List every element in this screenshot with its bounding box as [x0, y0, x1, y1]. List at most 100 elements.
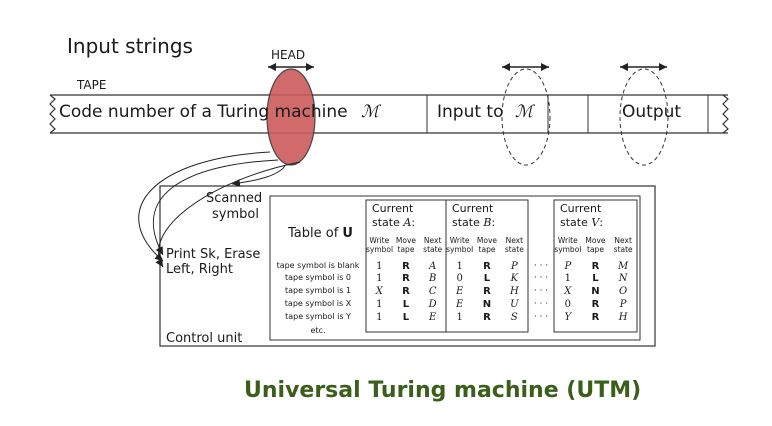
table-cell: 0 — [564, 299, 572, 310]
table-cell: H — [618, 312, 628, 323]
state-var: A — [403, 216, 412, 229]
table-cell: U — [510, 299, 519, 310]
column-header: Write — [557, 236, 578, 245]
table-cell: R — [402, 261, 410, 272]
table-cell: P — [619, 299, 627, 310]
table-cell: 1 — [376, 299, 383, 310]
print-label-1: Print Sk, Erase — [166, 247, 261, 262]
table-cell: 1 — [456, 261, 463, 272]
table-cell: 1 — [456, 312, 463, 323]
column-header: Move — [395, 236, 417, 245]
column-header: Next — [614, 236, 632, 245]
state-v-box — [553, 199, 638, 333]
column-header: Move — [585, 236, 606, 245]
scanned-arrow — [231, 165, 286, 187]
column-header: state — [613, 245, 633, 254]
state-var: B — [483, 216, 492, 229]
table-cell: L — [402, 299, 410, 310]
state-prefix: state — [372, 216, 404, 229]
table-cell: B — [428, 273, 437, 284]
table-cell: 0 — [456, 273, 463, 284]
table-title: Table of U — [288, 226, 353, 241]
scanned-label-1: Scanned — [206, 191, 263, 206]
table-cell: L — [483, 273, 491, 284]
state-header-line2: state V: — [560, 216, 603, 229]
table-cell: R — [402, 273, 410, 284]
table-cell: C — [428, 286, 437, 297]
print-arrow-2 — [138, 151, 271, 262]
table-cell: S — [510, 312, 518, 323]
row-label: tape symbol is Y — [285, 312, 351, 321]
state-suffix: : — [491, 216, 496, 229]
print-label-2: Left, Right — [166, 262, 233, 277]
row-label: tape symbol is 1 — [284, 286, 352, 295]
table-cell: L — [592, 273, 599, 284]
tape-input-label: Input to — [437, 102, 504, 122]
tape-input-text: Input to ℳ — [437, 102, 533, 122]
print-arrow-1 — [152, 159, 279, 256]
column-header: state — [423, 245, 443, 254]
table-cell: E — [456, 286, 464, 297]
dashed-ellipse-output — [619, 68, 669, 166]
head-label: HEAD — [271, 48, 306, 62]
table-cell: Y — [564, 312, 572, 323]
tape-code-text: Code number of a Turing machine ℳ — [59, 102, 379, 122]
row-label: tape symbol is X — [284, 299, 352, 308]
ellipsis: · · · — [533, 286, 549, 296]
state-var: V — [591, 216, 600, 229]
table-cell: N — [618, 273, 628, 284]
column-header: Next — [505, 236, 524, 245]
table-cell: R — [483, 286, 491, 297]
row-label: tape symbol is blank — [276, 261, 360, 270]
tape-output-text: Output — [622, 102, 682, 122]
table-cell: R — [483, 261, 491, 272]
state-suffix: : — [599, 216, 604, 229]
state-header-line1: Current — [560, 202, 602, 215]
heading: Input strings — [67, 34, 193, 58]
scanned-label-2: symbol — [212, 207, 259, 222]
table-cell: X — [375, 286, 383, 297]
table-cell: E — [456, 299, 464, 310]
table-cell: R — [591, 312, 600, 323]
table-cell: H — [509, 286, 519, 297]
table-cell: R — [402, 286, 410, 297]
column-header: Write — [449, 236, 470, 245]
tape-code-label: Code number of a Turing machine — [59, 102, 348, 122]
state-suffix: : — [411, 216, 416, 229]
ellipsis: · · · — [533, 312, 549, 322]
state-header-line2: state A: — [372, 216, 415, 229]
state-header-line1: Current — [372, 202, 414, 215]
table-cell: R — [591, 261, 600, 272]
column-header: symbol — [446, 245, 474, 254]
table-cell: 1 — [376, 312, 383, 323]
row-label: tape symbol is 0 — [284, 273, 352, 282]
column-header: symbol — [554, 245, 582, 254]
tape-input-m: ℳ — [514, 102, 534, 122]
table-cell: E — [429, 312, 437, 323]
table-cell: P — [510, 261, 518, 272]
table-cell: N — [482, 299, 492, 310]
table-box — [269, 195, 641, 341]
state-b-box — [445, 199, 529, 333]
table-cell: N — [591, 286, 600, 297]
caption: Universal Turing machine (UTM) — [244, 378, 642, 403]
column-header: symbol — [366, 245, 394, 254]
ellipsis: · · · — [533, 299, 549, 309]
ellipsis: · · · — [533, 261, 549, 271]
table-cell: A — [429, 261, 437, 272]
table-cell: M — [618, 261, 629, 272]
table-cell: O — [619, 286, 628, 297]
state-header-line1: Current — [452, 202, 494, 215]
table-cell: L — [402, 312, 410, 323]
state-prefix: state — [452, 216, 484, 229]
print-arrow-3 — [155, 161, 301, 268]
column-header: Write — [369, 236, 390, 245]
table-cell: 1 — [564, 273, 572, 284]
column-header: Move — [476, 236, 498, 245]
table-cell: 1 — [376, 273, 383, 284]
table-title-u: U — [342, 226, 353, 241]
dashed-ellipse-input — [501, 68, 551, 166]
tape-label: TAPE — [77, 78, 107, 92]
table-cell: R — [483, 312, 491, 323]
